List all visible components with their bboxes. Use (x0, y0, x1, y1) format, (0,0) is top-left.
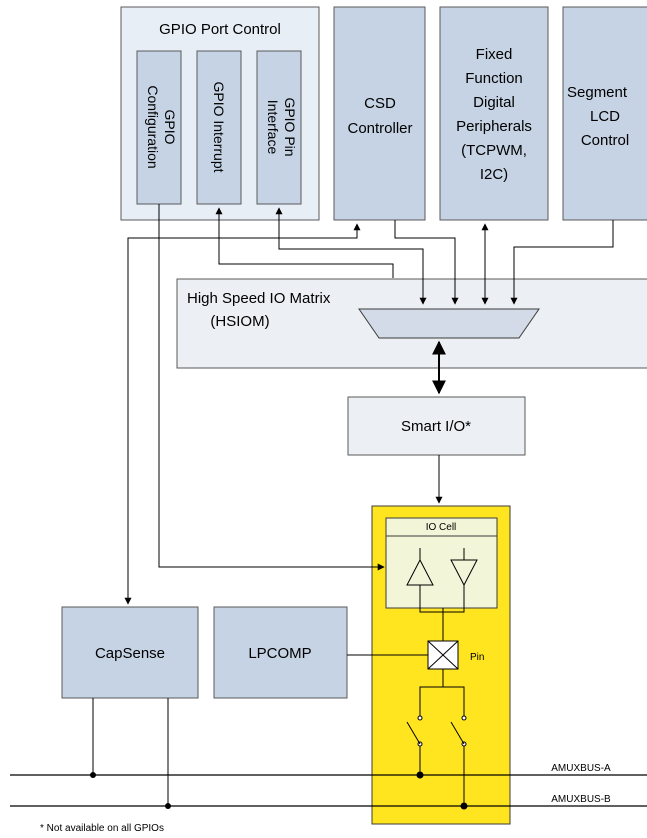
svg-text:AMUXBUS-A: AMUXBUS-A (551, 763, 611, 774)
hsiom-block: High Speed IO Matrix (HSIOM) (176, 278, 647, 369)
amuxbus-b: AMUXBUS-B (10, 794, 647, 810)
smart-io-block: Smart I/O* (347, 396, 526, 456)
svg-text:GPIO Pin: GPIO Pin (282, 97, 298, 156)
gpio-pin-interface-block: GPIO Pin Interface (256, 50, 302, 205)
amuxbus-a: AMUXBUS-A (10, 763, 647, 779)
footnote: * Not available on all GPIOs (40, 823, 164, 834)
svg-text:AMUXBUS-B: AMUXBUS-B (551, 794, 611, 805)
capsense-block: CapSense (61, 606, 199, 699)
hsiom-mux-shape (358, 308, 540, 339)
connection-wires (92, 204, 614, 806)
svg-text:Digital: Digital (473, 94, 515, 111)
pin-icon (427, 640, 459, 670)
svg-text:Configuration: Configuration (145, 85, 161, 168)
lpcomp-block: LPCOMP (213, 606, 348, 699)
svg-text:Segment: Segment (567, 84, 628, 101)
svg-text:GPIO Interrupt: GPIO Interrupt (211, 81, 227, 172)
svg-text:LCD: LCD (590, 108, 620, 125)
svg-text:Pin: Pin (470, 652, 484, 663)
svg-text:Interface: Interface (265, 100, 281, 155)
svg-text:High Speed IO Matrix: High Speed IO Matrix (187, 290, 331, 307)
svg-text:(TCPWM,: (TCPWM, (461, 142, 527, 159)
gpio-interrupt-block: GPIO Interrupt (196, 50, 242, 205)
svg-text:CapSense: CapSense (95, 645, 165, 662)
svg-text:I2C): I2C) (480, 166, 508, 183)
io-pin-region: IO Cell Pin (371, 505, 511, 825)
svg-text:Fixed: Fixed (476, 46, 513, 63)
svg-text:Peripherals: Peripherals (456, 118, 532, 135)
csd-controller-block: CSD Controller (333, 6, 426, 221)
gpio-port-control-group: GPIO Port Control GPIO Configuration GPI… (120, 6, 320, 221)
svg-text:IO Cell: IO Cell (426, 522, 457, 533)
gpio-configuration-block: GPIO Configuration (136, 50, 182, 205)
svg-text:Function: Function (465, 70, 523, 87)
svg-text:Smart I/O*: Smart I/O* (401, 418, 471, 435)
svg-text:LPCOMP: LPCOMP (248, 645, 311, 662)
segment-lcd-block: Segment LCD Control (562, 6, 647, 221)
svg-text:GPIO: GPIO (162, 109, 178, 144)
svg-text:(HSIOM): (HSIOM) (210, 313, 269, 330)
svg-text:Controller: Controller (347, 120, 412, 137)
gpio-port-control-title: GPIO Port Control (159, 21, 281, 38)
fixed-function-block: Fixed Function Digital Peripherals (TCPW… (439, 6, 549, 221)
io-cell-block (385, 517, 498, 609)
svg-text:Control: Control (581, 132, 629, 149)
svg-text:CSD: CSD (364, 95, 396, 112)
